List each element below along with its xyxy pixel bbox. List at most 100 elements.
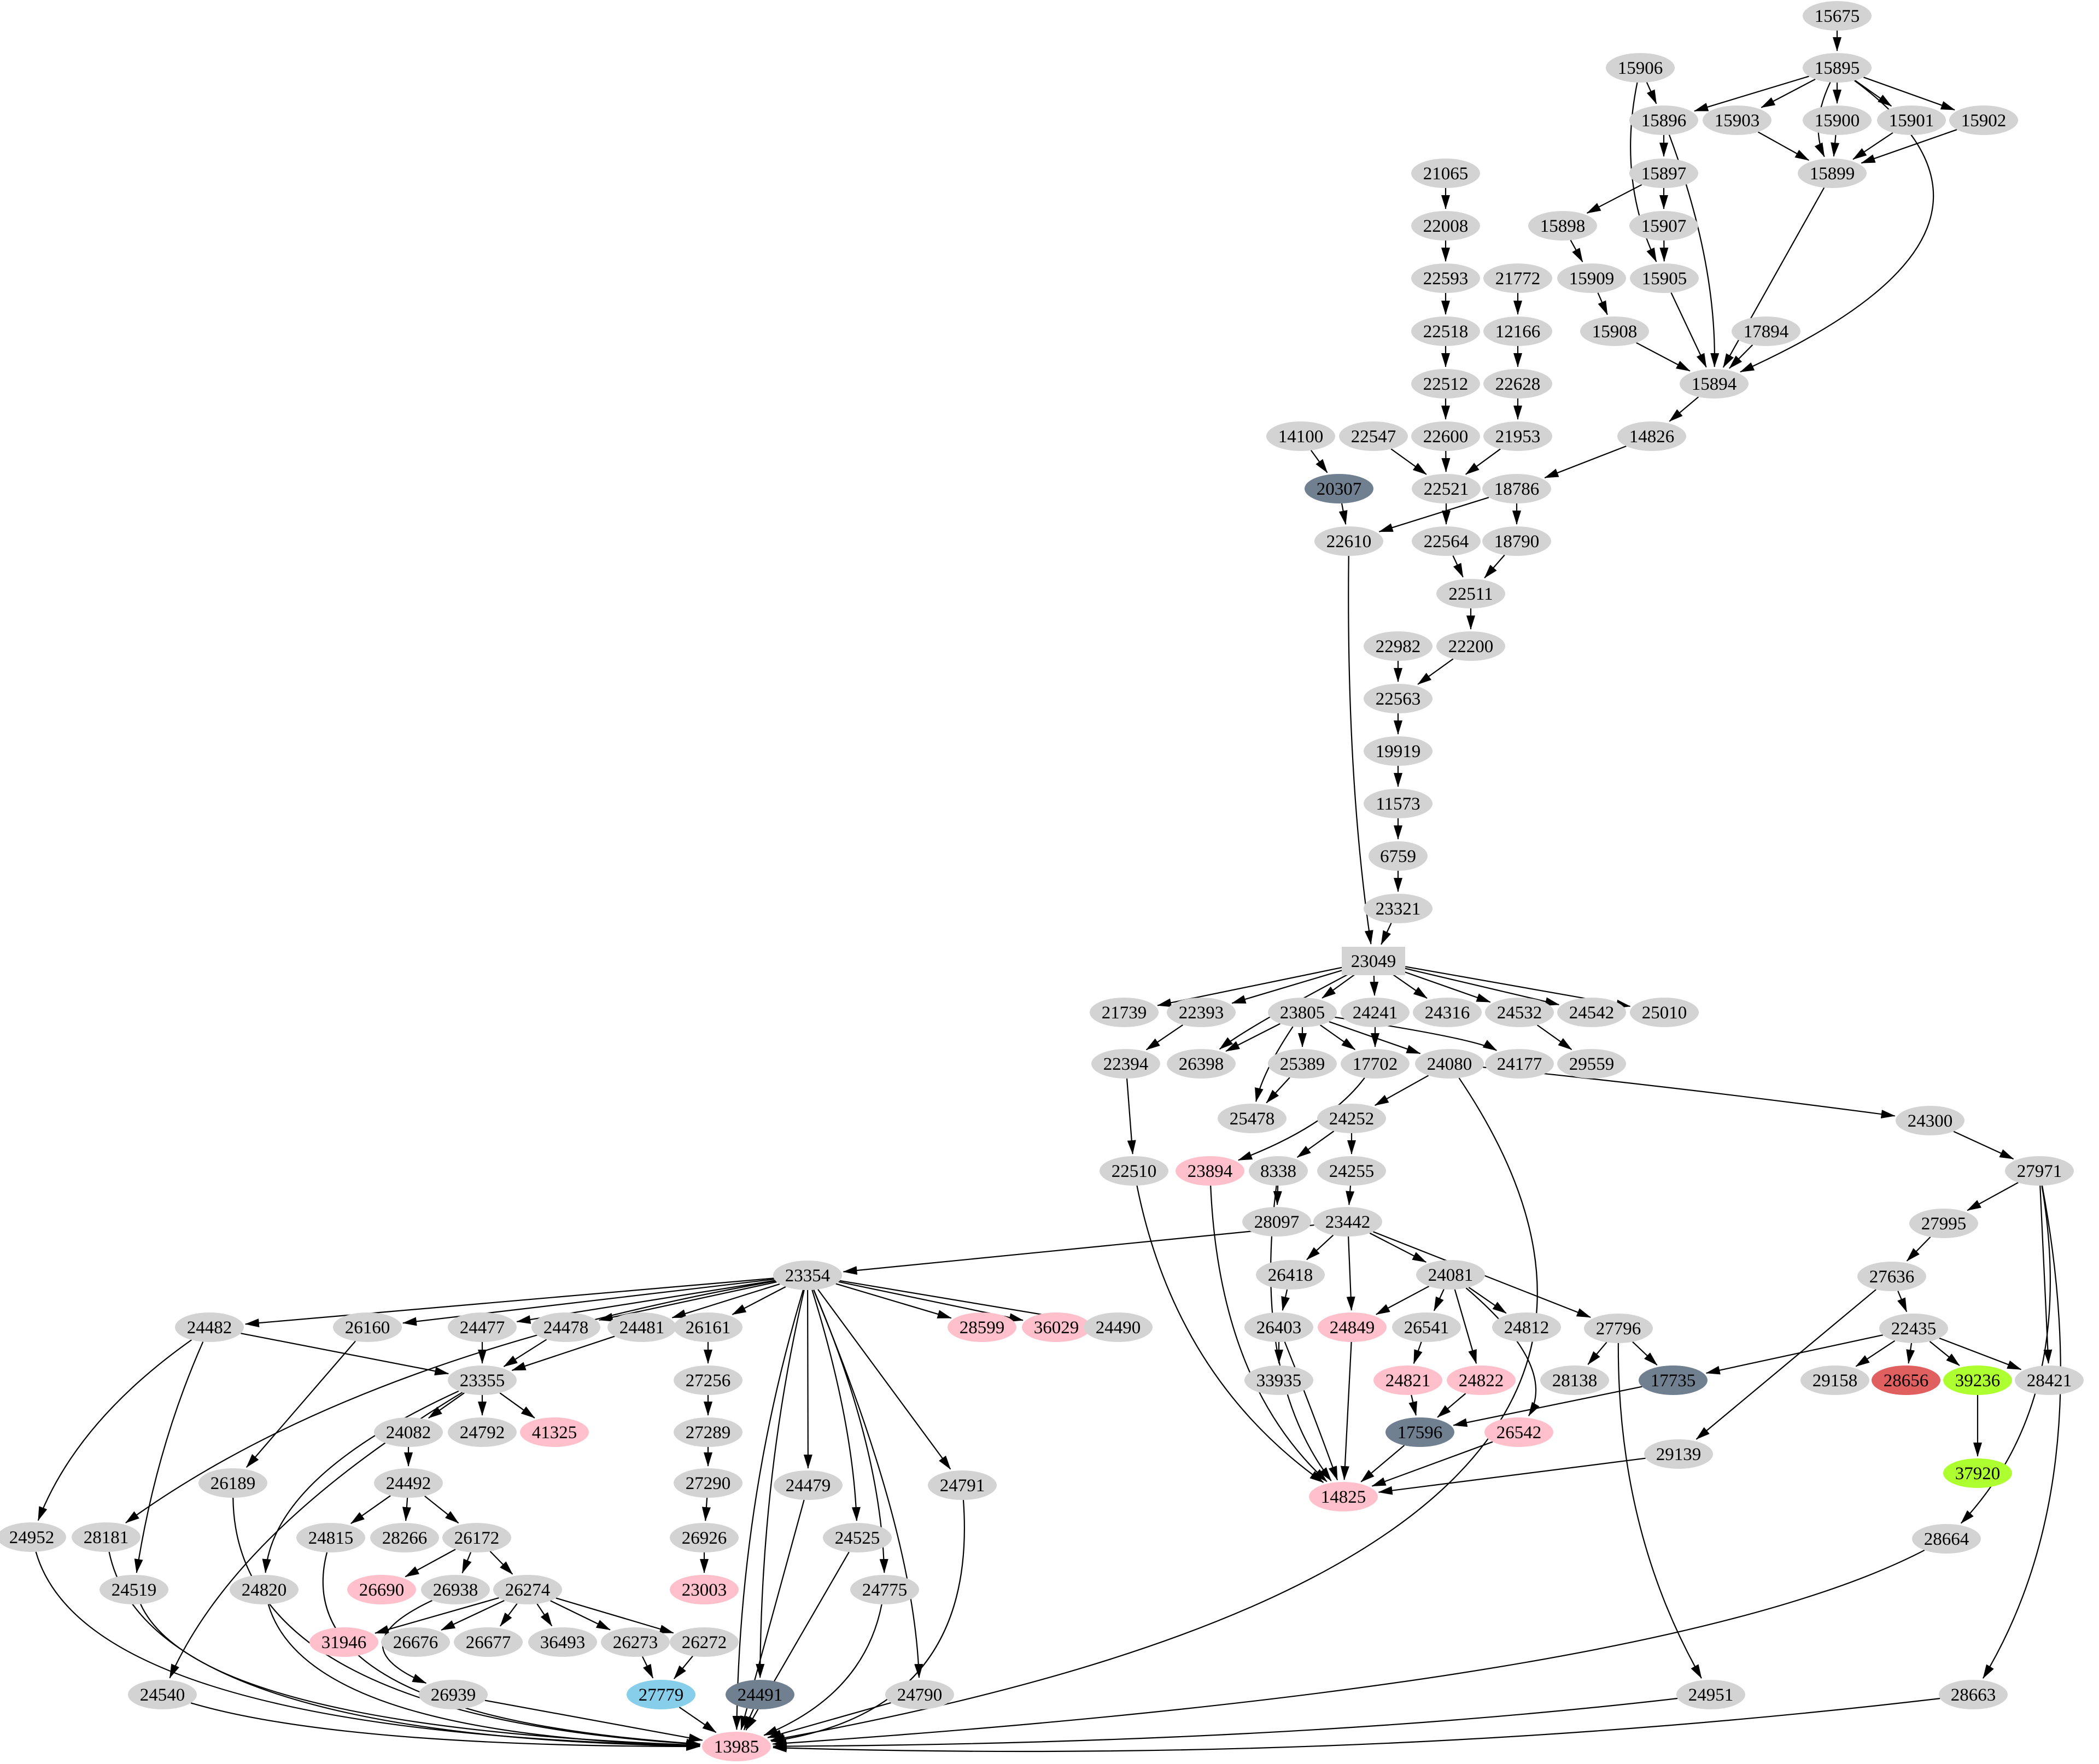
graph-node-24542: 24542 — [1557, 998, 1626, 1027]
edge-27796-17735 — [1632, 1341, 1658, 1366]
node-label-24540: 24540 — [140, 1685, 185, 1705]
node-shape-24540 — [128, 1680, 197, 1709]
graph-node-15899: 15899 — [1798, 159, 1867, 188]
node-label-29158: 29158 — [1812, 1371, 1858, 1391]
graph-node-24080: 24080 — [1415, 1049, 1484, 1079]
node-label-26272: 26272 — [682, 1633, 727, 1652]
edge-22435-39236 — [1929, 1341, 1960, 1366]
node-label-15902: 15902 — [1961, 111, 2007, 131]
edge-22610-23049 — [1348, 555, 1373, 945]
node-shape-26418 — [1256, 1260, 1325, 1290]
edge-23805-26398 — [1225, 1023, 1281, 1052]
node-shape-26938 — [421, 1575, 490, 1604]
edge-layer — [35, 31, 2061, 1753]
node-shape-22511 — [1436, 579, 1505, 608]
node-label-22610: 22610 — [1326, 532, 1372, 552]
edge-23355-24820 — [262, 1390, 459, 1574]
node-shape-25010 — [1630, 998, 1699, 1027]
edge-15897-15898 — [1586, 184, 1642, 214]
graph-node-22563: 22563 — [1364, 684, 1433, 713]
node-shape-37920 — [1943, 1458, 2012, 1488]
edge-26274-26273 — [550, 1600, 611, 1631]
node-label-23355: 23355 — [460, 1371, 505, 1391]
node-label-20307: 20307 — [1317, 479, 1362, 499]
node-shape-27779 — [627, 1680, 695, 1709]
node-shape-27256 — [674, 1366, 742, 1395]
node-shape-33935 — [1244, 1366, 1313, 1395]
node-shape-22393 — [1167, 998, 1236, 1027]
node-label-24952: 24952 — [9, 1528, 55, 1548]
node-label-15897: 15897 — [1641, 164, 1687, 184]
node-label-22511: 22511 — [1448, 584, 1493, 604]
graph-node-21772: 21772 — [1483, 263, 1552, 293]
edge-23049-23805 — [1322, 973, 1357, 999]
node-label-27971: 27971 — [2017, 1162, 2062, 1181]
graph-node-18790: 18790 — [1482, 526, 1551, 556]
graph-node-28599: 28599 — [948, 1312, 1016, 1342]
graph-node-23003: 23003 — [670, 1575, 739, 1604]
node-label-15905: 15905 — [1642, 269, 1687, 289]
node-label-26542: 26542 — [1496, 1423, 1542, 1443]
node-label-22547: 22547 — [1351, 427, 1396, 447]
edge-29139-14825 — [1378, 1457, 1646, 1495]
graph-node-27289: 27289 — [674, 1417, 742, 1447]
node-shape-15899 — [1798, 159, 1867, 188]
edge-28664-13985 — [772, 1549, 1925, 1748]
graph-node-15897: 15897 — [1629, 159, 1698, 188]
node-label-24177: 24177 — [1497, 1054, 1542, 1074]
node-shape-15903 — [1703, 106, 1771, 135]
node-shape-14100 — [1266, 421, 1335, 451]
graph-node-15896: 15896 — [1629, 106, 1698, 135]
edge-24821-17596 — [1408, 1394, 1418, 1416]
graph-node-29139: 29139 — [1644, 1439, 1713, 1469]
edge-14826-18786 — [1544, 446, 1627, 479]
edge-27796-24951 — [1617, 1343, 1702, 1679]
graph-node-24177: 24177 — [1485, 1049, 1554, 1079]
edge-26274-26677 — [500, 1603, 518, 1627]
node-shape-15900 — [1803, 106, 1872, 135]
edge-15901-15899 — [1852, 132, 1893, 160]
node-shape-22518 — [1411, 317, 1480, 346]
node-shape-24820 — [230, 1575, 299, 1604]
node-label-15903: 15903 — [1715, 111, 1760, 131]
edge-15909-15908 — [1597, 292, 1608, 315]
node-shape-17702 — [1341, 1049, 1410, 1079]
edge-27796-28138 — [1587, 1341, 1607, 1365]
node-label-36029: 36029 — [1034, 1318, 1079, 1338]
graph-node-25010: 25010 — [1630, 998, 1699, 1027]
edge-27290-26926 — [701, 1497, 711, 1522]
edge-24951-13985 — [773, 1697, 1678, 1751]
node-shape-24255 — [1317, 1156, 1386, 1186]
node-label-24951: 24951 — [1688, 1685, 1734, 1705]
node-label-28138: 28138 — [1552, 1371, 1598, 1391]
node-label-24482: 24482 — [187, 1318, 232, 1338]
node-label-27256: 27256 — [686, 1371, 731, 1391]
graph-node-24790: 24790 — [885, 1680, 954, 1709]
node-label-24790: 24790 — [897, 1685, 943, 1705]
node-label-24241: 24241 — [1353, 1003, 1398, 1023]
graph-node-24255: 24255 — [1317, 1156, 1386, 1186]
node-shape-22610 — [1314, 526, 1383, 556]
node-shape-24252 — [1317, 1104, 1386, 1133]
edge-23355-24082 — [428, 1392, 465, 1419]
edge-24482-24519 — [134, 1341, 204, 1574]
graph-node-8338: 8338 — [1249, 1156, 1308, 1186]
node-label-15907: 15907 — [1641, 216, 1687, 236]
graph-node-14826: 14826 — [1617, 421, 1686, 451]
graph-node-17702: 17702 — [1341, 1049, 1410, 1079]
graph-node-24822: 24822 — [1447, 1366, 1516, 1395]
node-shape-15897 — [1629, 159, 1698, 188]
node-shape-24812 — [1492, 1312, 1561, 1342]
edge-23354-24791 — [817, 1289, 951, 1470]
node-shape-23805 — [1268, 998, 1337, 1027]
node-label-24491: 24491 — [738, 1685, 783, 1705]
node-label-41325: 41325 — [532, 1423, 577, 1443]
node-shape-27971 — [2005, 1156, 2074, 1186]
graph-node-22593: 22593 — [1411, 263, 1480, 293]
graph-node-15898: 15898 — [1528, 211, 1597, 241]
edge-22394-22510 — [1126, 1078, 1136, 1155]
node-shape-28656 — [1872, 1366, 1940, 1395]
graph-node-23354: 23354 — [773, 1261, 842, 1290]
